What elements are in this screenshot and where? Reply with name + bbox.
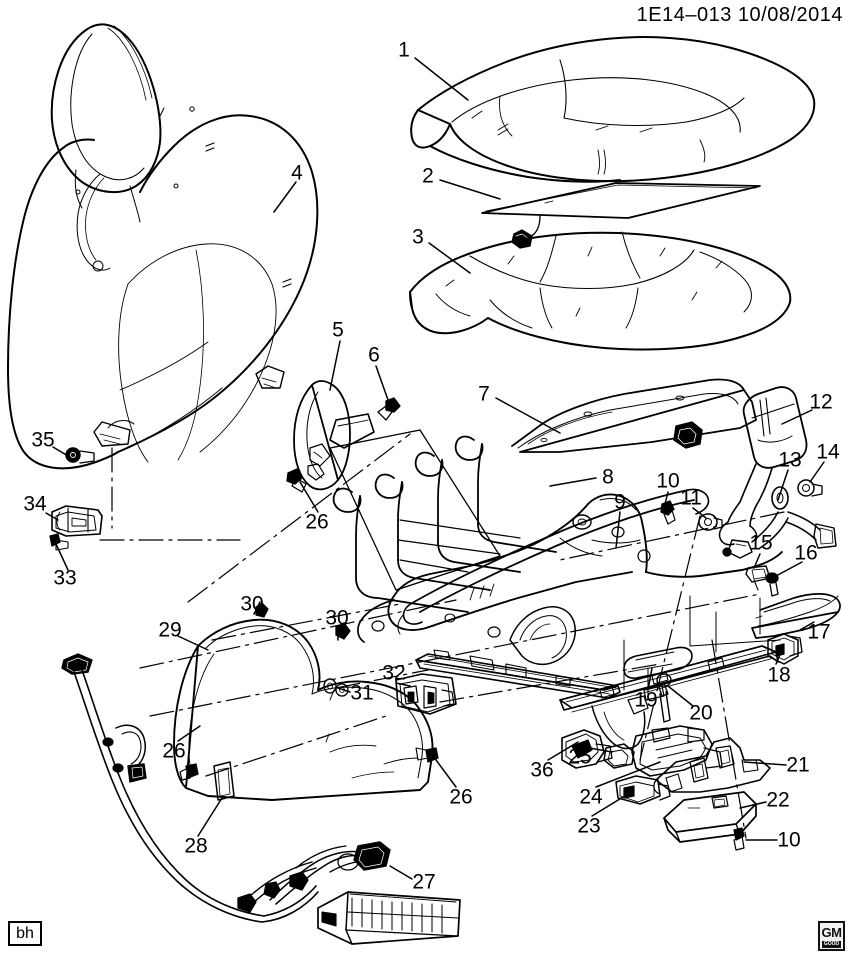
callout-6[interactable]: 6 (368, 343, 380, 367)
bolt-20-shape (656, 673, 672, 723)
track-end-cap-shape (767, 633, 803, 665)
seat-wiring-harness-shape (61, 653, 461, 945)
bolt-35-shape (65, 447, 95, 464)
latch-bracket-shape (603, 743, 635, 769)
bolt-26a-shape (286, 468, 307, 493)
bolt-26c-shape (425, 747, 439, 763)
seat-back-assembly-shape (7, 23, 319, 470)
seat-position-bracket-shape (653, 737, 771, 795)
callout-10[interactable]: 10 (656, 469, 680, 493)
callout-20[interactable]: 20 (689, 701, 713, 725)
seat-belt-buckle-shape (718, 386, 808, 559)
callout-7[interactable]: 7 (478, 382, 490, 406)
buckle-harness-shape (751, 486, 837, 549)
sheet-code-box: bh (8, 921, 42, 946)
callout-2[interactable]: 2 (422, 164, 434, 188)
nut-11-shape (698, 513, 723, 531)
callout-26a[interactable]: 26 (305, 510, 329, 534)
callout-4[interactable]: 4 (291, 161, 303, 185)
callout-18[interactable]: 18 (767, 663, 791, 687)
callout-35[interactable]: 35 (31, 428, 55, 452)
callout-5[interactable]: 5 (332, 318, 344, 342)
callout-9[interactable]: 9 (614, 490, 626, 514)
callout-14[interactable]: 14 (816, 440, 840, 464)
callout-30b[interactable]: 30 (325, 606, 349, 630)
callout-28[interactable]: 28 (184, 834, 208, 858)
bolt-6-shape (377, 397, 401, 421)
callout-22[interactable]: 22 (766, 788, 790, 812)
latch-cable-end-shape (615, 775, 671, 805)
callout-31[interactable]: 31 (350, 681, 374, 705)
seat-cushion-foam-shape (409, 231, 792, 351)
seat-cushion-cover-shape (410, 36, 816, 183)
drawing-header: 1E14–013 10/08/2014 (636, 4, 843, 26)
callout-36[interactable]: 36 (530, 758, 554, 782)
callout-33[interactable]: 33 (53, 566, 77, 590)
callout-15[interactable]: 15 (749, 531, 773, 555)
trim-cap-shape (213, 761, 235, 801)
assembly-centerlines (99, 429, 785, 839)
callout-3[interactable]: 3 (412, 225, 424, 249)
bolt-26b-shape (179, 763, 199, 781)
hinge-cover-shape (293, 380, 375, 491)
callout-11[interactable]: 11 (680, 486, 702, 510)
callout-13[interactable]: 13 (778, 448, 802, 472)
callout-32[interactable]: 32 (382, 661, 406, 685)
callout-10b[interactable]: 10 (777, 828, 801, 852)
callout-19[interactable]: 19 (634, 688, 658, 712)
gm-logo: GM GOOD (818, 921, 845, 951)
seat-frame-shape (357, 488, 783, 666)
callout-34[interactable]: 34 (23, 492, 47, 516)
bolt-14-shape (797, 479, 823, 497)
side-trim-panel-shape (511, 378, 757, 453)
lower-hinge-bracket-shape (51, 505, 103, 537)
heater-pad-shape (481, 182, 761, 249)
outer-side-trim-panel-shape (173, 602, 434, 801)
leader-lines (45, 57, 825, 880)
cushion-suspension-wire-shape (332, 435, 557, 613)
floor-bracket-shape (561, 729, 613, 769)
pin-31-shape (323, 678, 337, 694)
callout-1[interactable]: 1 (398, 38, 410, 62)
latch-lever-shape (631, 725, 723, 777)
callout-24[interactable]: 24 (579, 785, 603, 809)
callout-26b[interactable]: 26 (162, 739, 186, 763)
bolt-33-shape (49, 533, 69, 551)
seat-switch-assembly-shape (395, 673, 457, 715)
bolt-10-shape (660, 500, 676, 525)
callout-23[interactable]: 23 (577, 814, 601, 838)
callout-26c[interactable]: 26 (449, 785, 473, 809)
callout-27[interactable]: 27 (412, 870, 436, 894)
callout-17[interactable]: 17 (807, 620, 831, 644)
callout-12[interactable]: 12 (809, 390, 833, 414)
callout-29[interactable]: 29 (158, 618, 182, 642)
gm-logo-subtext: GOOD (821, 940, 842, 948)
callout-8[interactable]: 8 (602, 465, 614, 489)
construction-lines (329, 429, 781, 701)
bolt-16-shape (765, 572, 779, 597)
callout-30a[interactable]: 30 (240, 592, 264, 616)
callout-16[interactable]: 16 (794, 541, 818, 565)
bolt-10b-shape (733, 827, 745, 851)
recliner-handle-shape (751, 593, 841, 639)
callout-25[interactable]: 25 (568, 745, 592, 769)
gm-logo-text: GM (821, 924, 842, 940)
callout-21[interactable]: 21 (786, 753, 810, 777)
height-adjust-handle-shape (623, 646, 693, 679)
